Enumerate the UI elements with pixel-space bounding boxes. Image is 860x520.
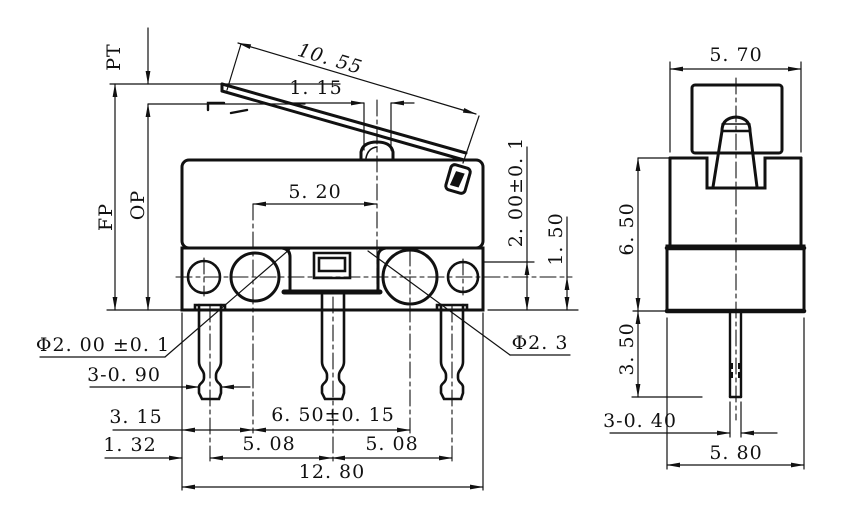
dim-pin-pitch-left: 5. 08 [242,433,296,455]
lever-catch-clip [445,164,471,195]
dim-side-pin-length: 3. 50 [616,322,638,376]
dimensions-front [40,28,578,490]
switch-body-front [182,142,483,310]
dim-side-pin-thickness: 3-0. 40 [603,410,677,432]
dim-edge-to-hole: 3. 15 [109,406,163,428]
mount-hole-left [231,253,279,301]
dim-pretravel-label: PT [103,43,125,71]
dim-operating-position-label: OP [127,189,149,221]
side-view [610,62,804,469]
center-window [314,253,350,278]
dimensions-side [610,62,804,469]
dim-hole-pitch: 6. 50±0. 15 [271,404,395,426]
dim-right-hole-diameter: Φ2. 3 [511,332,569,354]
dim-pin-pitch-right: 5. 08 [365,433,419,455]
dim-side-top-width: 5. 70 [709,44,763,66]
centerlines-front [176,100,572,461]
dim-hole-to-plunger: 5. 20 [288,181,342,203]
dim-side-body-height: 6. 50 [616,202,638,256]
front-view [40,28,578,490]
dim-edge-to-pin: 1. 32 [103,434,157,456]
lever-side [692,85,782,153]
dim-overall-width: 12. 80 [298,461,366,483]
dim-left-hole-diameter: Φ2. 00 ±0. 1 [35,334,171,356]
dim-hole-center-height: 1. 50 [545,212,567,266]
dim-free-position-label: FP [95,203,117,231]
dim-plunger-width: 1. 15 [289,77,343,99]
dim-side-bottom-width: 5. 80 [709,442,763,464]
dim-pin-width: 3-0. 90 [87,364,161,386]
dim-step-height: 2. 00±0. 1 [505,136,527,248]
